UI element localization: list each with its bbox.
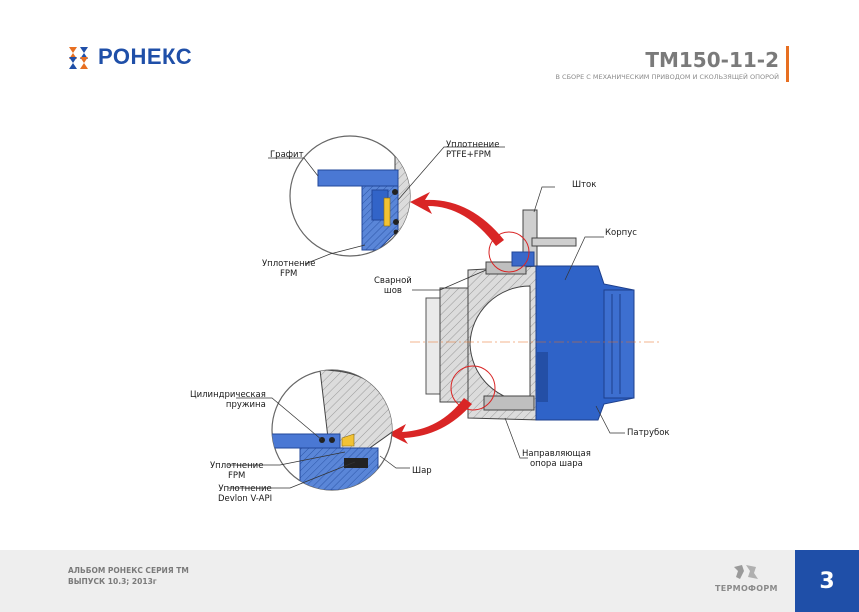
header-accent-bar [786, 46, 789, 82]
detail-arrow-top [410, 192, 504, 246]
label-ball-guide: Направляющая опора шара [522, 449, 591, 469]
footer-issue: ВЫПУСК 10.3; 2013г [68, 577, 157, 586]
footer: АЛЬБОМ РОНЕКС СЕРИЯ ТМ ВЫПУСК 10.3; 2013… [0, 550, 859, 612]
footer-brand-name: ТЕРМОФОРМ [715, 584, 778, 593]
label-cylindrical-spring: Цилиндрическая пружина [190, 390, 266, 410]
page-number-box: 3 [795, 550, 859, 612]
valve-body-section [410, 209, 660, 421]
footer-album-title: АЛЬБОМ РОНЕКС СЕРИЯ ТМ [68, 566, 189, 575]
label-seal-devlon: Уплотнение Devlon V-API [218, 484, 273, 504]
label-stem: Шток [572, 180, 597, 190]
label-body: Корпус [605, 228, 637, 238]
leader-lines [228, 146, 625, 489]
footer-brand: ТЕРМОФОРМ [715, 563, 778, 593]
label-weld: Сварной шов [374, 276, 412, 296]
label-pipe: Патрубок [627, 428, 670, 438]
detail-circle-top [289, 135, 411, 257]
document-id: ТМ150-11-2 [645, 48, 779, 72]
brand-name: РОНЕКС [98, 44, 193, 69]
ronex-logo-icon [69, 47, 88, 69]
logo: РОНЕКС [66, 44, 192, 70]
label-seal-fpm-top: Уплотнение FPM [262, 259, 316, 279]
detail-circle-bottom [271, 369, 393, 491]
label-graphite: Графит [270, 150, 304, 160]
label-seal-fpm-bottom: Уплотнение FPM [210, 461, 264, 481]
termoform-logo-icon [734, 565, 759, 579]
detail-arrow-bottom [388, 398, 472, 444]
page-number: 3 [819, 568, 835, 594]
label-seal-ptfe-fpm: Уплотнение PTFE+FPM [446, 140, 500, 160]
document-subtitle: В СБОРЕ С МЕХАНИЧЕСКИМ ПРИВОДОМ И СКОЛЬЗ… [555, 73, 779, 81]
label-ball: Шар [412, 466, 432, 476]
